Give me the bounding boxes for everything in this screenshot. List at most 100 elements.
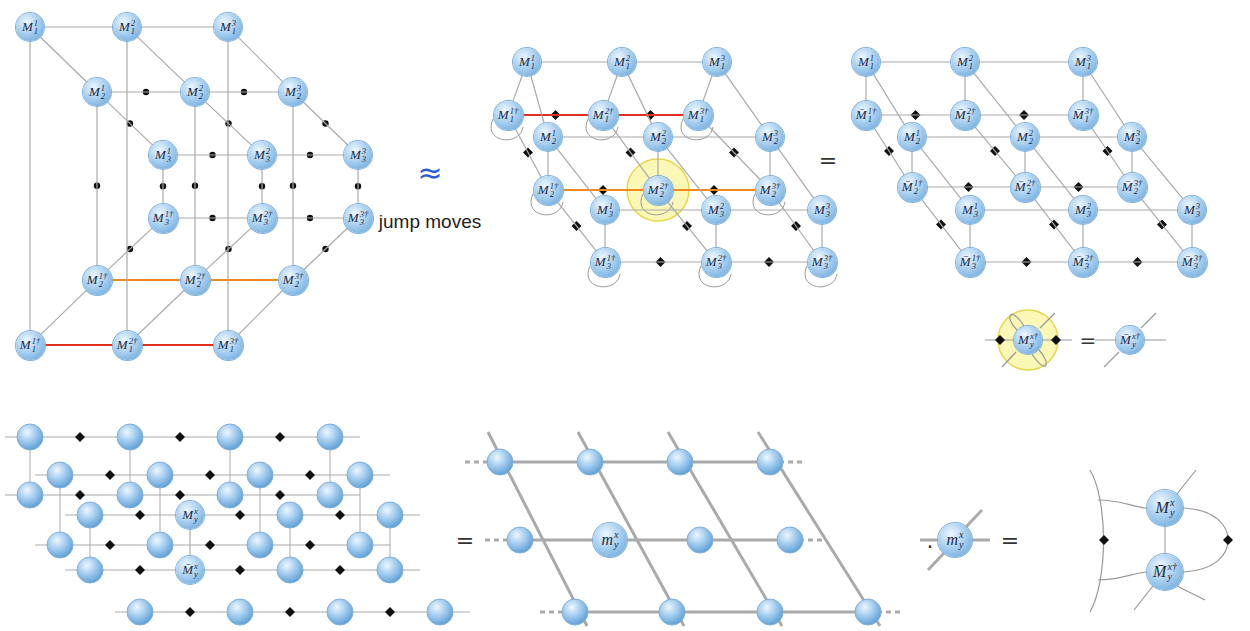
tensor-circle — [659, 599, 685, 625]
bond — [238, 37, 283, 82]
tensor-circle — [667, 449, 693, 475]
highlighted-bond — [112, 279, 181, 281]
indices: 1†1 — [510, 107, 519, 124]
subscript: 2 — [916, 137, 920, 146]
diamond — [205, 470, 215, 480]
tensor-name: M — [597, 202, 608, 218]
tensor-label: M̄xy — [182, 562, 198, 579]
tensor-circle — [217, 424, 243, 450]
superscript: 2† — [718, 254, 727, 263]
tensor-label: M21 — [119, 19, 135, 36]
tensor-name: M — [187, 84, 198, 100]
tensor-name: M̄ — [1015, 179, 1026, 195]
tensor-node: M2†1 — [113, 331, 142, 360]
tensor-label: M12 — [904, 129, 920, 146]
tensor-label: M11 — [858, 54, 874, 71]
indices: xy — [959, 530, 963, 550]
tensor-name: M — [812, 254, 823, 270]
superscript: x — [194, 562, 198, 571]
indices: 21 — [626, 54, 630, 71]
tensor-circle — [117, 482, 143, 508]
bond — [227, 41, 228, 331]
superscript: 2† — [1027, 179, 1036, 188]
indices: 21 — [131, 19, 135, 36]
diamond — [135, 565, 145, 575]
diamond — [105, 540, 115, 550]
operator-symbol: = — [456, 528, 474, 553]
bond — [921, 148, 962, 199]
tensor-name: M — [87, 272, 98, 288]
tensor-node: M23 — [1069, 196, 1097, 224]
tensor-name: M — [350, 147, 361, 163]
highlighted-bond — [523, 114, 589, 116]
subscript: 3 — [824, 262, 833, 271]
indices: 23 — [266, 147, 270, 164]
subscript: 3 — [720, 210, 724, 219]
grid-line — [575, 611, 868, 614]
tensor-label: Mxy — [182, 507, 198, 524]
tensor-circle — [427, 599, 453, 625]
indices: xy — [194, 507, 198, 524]
tensor-node: M33 — [808, 196, 836, 224]
bond — [96, 106, 97, 266]
indices: 1†3 — [972, 254, 981, 271]
bond — [357, 169, 358, 204]
bond — [769, 151, 770, 176]
leg — [1095, 313, 1166, 367]
tensor-node: Mxy — [1147, 490, 1183, 526]
tensor-node: M32 — [756, 123, 784, 151]
tensor-circle — [687, 527, 713, 553]
tensor-label: M31 — [1075, 54, 1091, 71]
tensor-node: M22 — [1011, 123, 1039, 151]
tensor-node: M2†2 — [181, 266, 210, 295]
tensor-label: M23 — [708, 202, 724, 219]
tensor-name: M — [706, 254, 717, 270]
tensor-label: M1†3 — [153, 210, 173, 227]
tensor-label: mxy — [946, 530, 963, 550]
superscript: x — [1170, 498, 1174, 508]
tensor-circle — [17, 424, 43, 450]
diamond — [75, 432, 85, 442]
tensor-node: M33 — [344, 141, 372, 169]
tensor-name: M — [254, 147, 265, 163]
tensor-name: M — [1075, 54, 1086, 70]
tensor-circle — [47, 532, 73, 558]
tensor-node: M3†1 — [214, 331, 243, 360]
indices: 3†1 — [700, 107, 709, 124]
tensor-label: M1†1 — [20, 337, 40, 354]
tensor-node: M3†1 — [684, 101, 713, 130]
indices: 2†2 — [197, 272, 206, 289]
superscript: 3† — [230, 337, 239, 346]
tensor-node: M12 — [898, 123, 926, 151]
operator-symbol: = — [819, 148, 837, 173]
bond — [921, 198, 961, 250]
bond — [880, 61, 951, 62]
superscript: 2 — [266, 147, 270, 156]
tensor-label: M13 — [155, 147, 171, 164]
subscript: 1 — [721, 62, 725, 71]
tensor-label: Mx†y — [1018, 332, 1038, 349]
subscript: 1 — [868, 115, 877, 124]
superscript: 1 — [167, 147, 171, 156]
tensor-name: M — [650, 129, 661, 145]
bond — [547, 151, 548, 176]
edge-markers — [94, 89, 1167, 267]
superscript: 1† — [165, 210, 174, 219]
tensor-name: M — [1017, 129, 1028, 145]
bond — [672, 136, 756, 137]
subscript: 1 — [131, 27, 135, 36]
subscript: 2 — [772, 190, 781, 199]
subscript: 2 — [1136, 137, 1140, 146]
subscript: 2 — [914, 187, 923, 196]
tensor-label: M1†1 — [498, 107, 518, 124]
tensor-label: M12 — [540, 129, 556, 146]
subscript: 2 — [101, 92, 105, 101]
subscript: y — [194, 570, 198, 579]
tensor-name: M — [760, 182, 771, 198]
bond — [985, 261, 1069, 262]
indices: 31 — [721, 54, 725, 71]
tensor-label: M2†3 — [706, 254, 726, 271]
superscript: 2 — [199, 84, 203, 93]
superscript: 2 — [1029, 129, 1033, 138]
indices: 32 — [297, 84, 301, 101]
